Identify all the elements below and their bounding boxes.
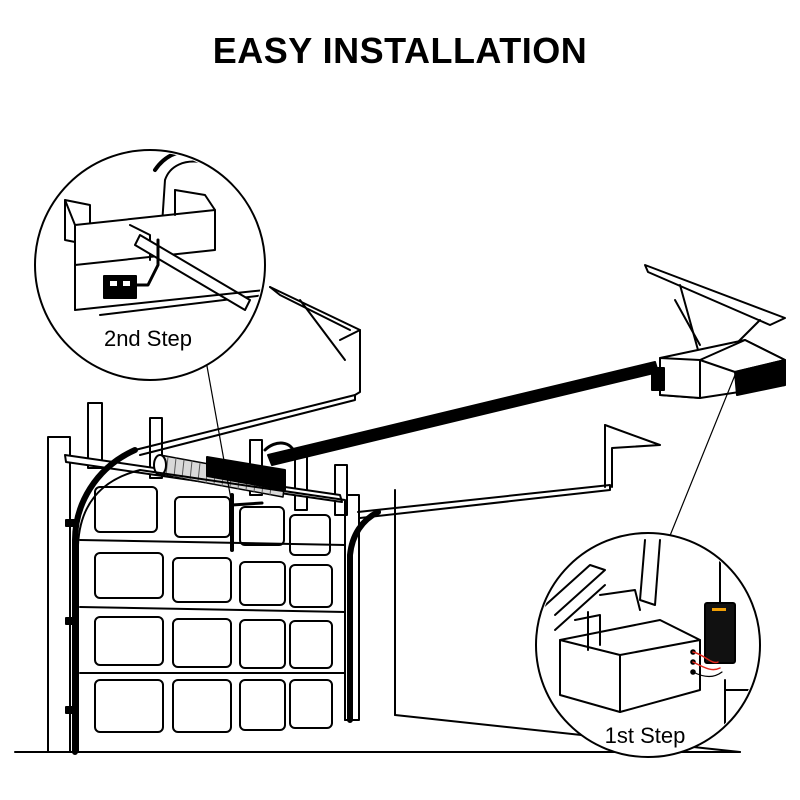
left-ceiling-bracket (269, 286, 361, 396)
right-ceiling-bracket (604, 424, 661, 488)
horizontal-rails (134, 394, 611, 519)
right-door-track (347, 509, 381, 723)
opener-motor (644, 264, 786, 399)
opener-rail (267, 361, 659, 466)
garage-door (77, 469, 346, 753)
left-door-track (65, 447, 138, 755)
callout-2nd-step: 2nd Step (34, 149, 266, 381)
page-title: EASY INSTALLATION (212, 30, 588, 71)
callout-1st-step: 1st Step (535, 532, 761, 758)
callout-leaders (204, 354, 736, 549)
step-1-label: 1st Step (605, 723, 686, 748)
step-2-label: 2nd Step (104, 326, 192, 351)
